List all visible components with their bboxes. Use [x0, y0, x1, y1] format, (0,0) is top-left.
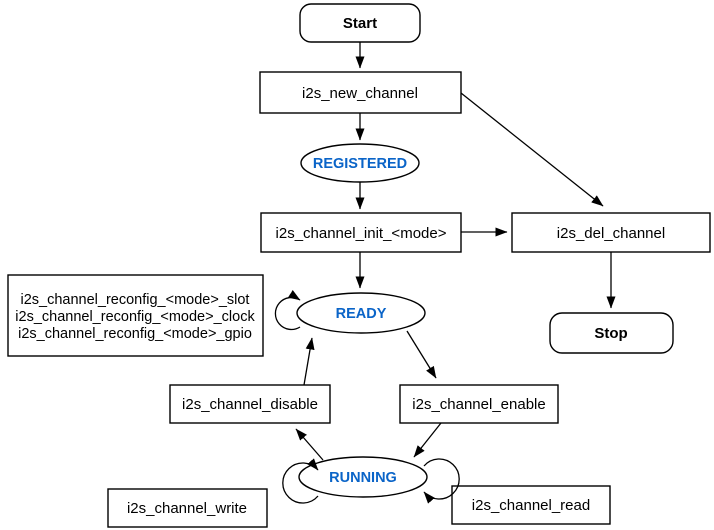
reconfig-shape — [7, 274, 264, 357]
edge-disable-to-ready — [303, 337, 315, 386]
running-label: RUNNING — [329, 470, 397, 486]
start-label: Start — [343, 15, 377, 32]
init-label: i2s_channel_init_<mode> — [276, 225, 447, 242]
node-reconfig-list: i2s_channel_reconfig_<mode>_slot i2s_cha… — [7, 274, 264, 357]
new-channel-label: i2s_new_channel — [302, 85, 418, 102]
self-loops — [274, 290, 460, 504]
running-self-loop-left — [282, 458, 319, 504]
write-shape — [107, 488, 268, 528]
node-i2s-channel-disable: i2s_channel_disable — [169, 384, 331, 424]
edge-enable-to-running — [413, 422, 442, 458]
new-channel-shape — [259, 71, 462, 114]
node-i2s-channel-read: i2s_channel_read — [451, 485, 611, 525]
write-label: i2s_channel_write — [127, 500, 247, 517]
edges — [295, 42, 616, 461]
stop-shape — [549, 312, 674, 354]
registered-label: REGISTERED — [313, 156, 407, 172]
edge-ready-to-enable — [406, 330, 437, 379]
start-shape — [299, 3, 421, 43]
del-channel-shape — [511, 212, 711, 253]
node-stop: Stop — [549, 312, 674, 354]
reconfig-line-gpio: i2s_channel_reconfig_<mode>_gpio — [18, 326, 252, 342]
state-registered: REGISTERED — [300, 143, 420, 183]
read-shape — [451, 485, 611, 525]
disable-label: i2s_channel_disable — [182, 396, 318, 413]
node-i2s-channel-enable: i2s_channel_enable — [399, 384, 559, 424]
edge-new-channel-to-del-channel — [460, 92, 604, 207]
stop-label: Stop — [594, 325, 627, 342]
registered-shape — [300, 143, 420, 183]
node-i2s-new-channel: i2s_new_channel — [259, 71, 462, 114]
enable-label: i2s_channel_enable — [412, 396, 545, 413]
ready-shape — [296, 292, 426, 334]
read-label: i2s_channel_read — [472, 497, 590, 514]
running-shape — [298, 456, 428, 498]
state-ready: READY — [296, 292, 426, 334]
edge-running-to-disable — [295, 428, 324, 461]
node-start: Start — [299, 3, 421, 43]
node-i2s-channel-write: i2s_channel_write — [107, 488, 268, 528]
ready-label: READY — [336, 306, 387, 322]
node-i2s-del-channel: i2s_del_channel — [511, 212, 711, 253]
reconfig-line-slot: i2s_channel_reconfig_<mode>_slot — [21, 292, 250, 308]
state-running: RUNNING — [298, 456, 428, 498]
init-shape — [260, 212, 462, 253]
reconfig-line-clock: i2s_channel_reconfig_<mode>_clock — [15, 309, 255, 325]
disable-shape — [169, 384, 331, 424]
del-channel-label: i2s_del_channel — [557, 225, 665, 242]
node-i2s-channel-init: i2s_channel_init_<mode> — [260, 212, 462, 253]
running-self-loop-right — [423, 458, 460, 504]
enable-shape — [399, 384, 559, 424]
ready-self-loop — [274, 290, 301, 331]
